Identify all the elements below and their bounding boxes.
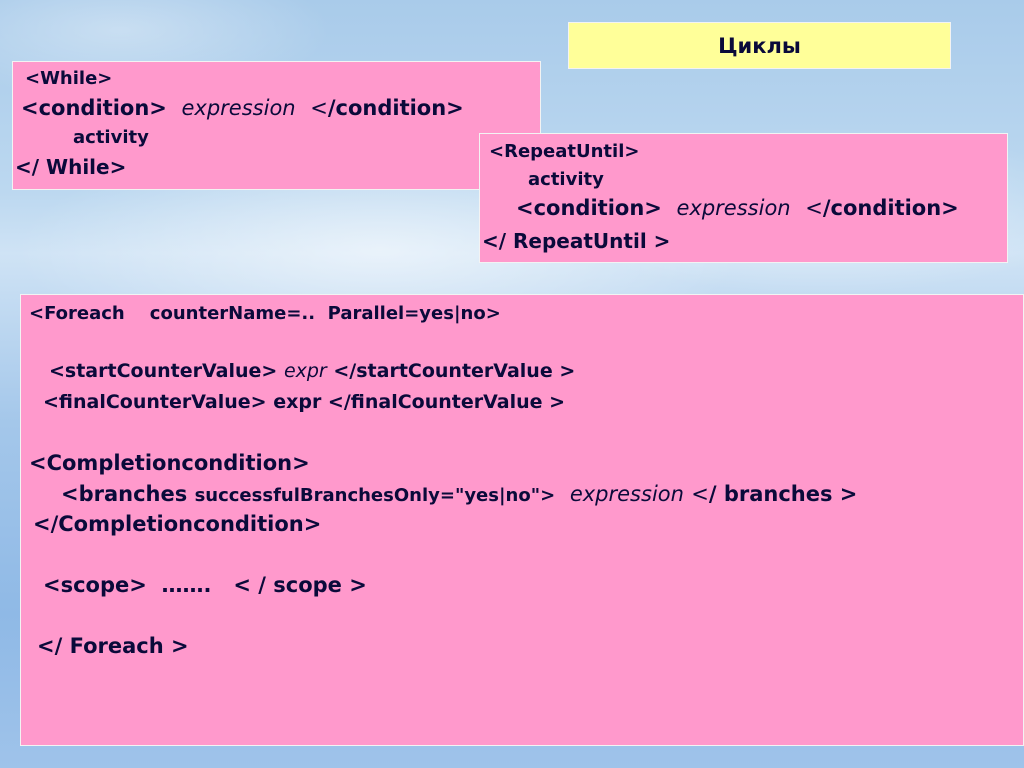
repeat-condition-line: <condition> expression </condition> (516, 196, 959, 220)
branches-close-lt: < (691, 482, 709, 506)
repeat-until-code-box: <RepeatUntil> activity <condition> expre… (479, 133, 1008, 263)
repeat-condition-close-lt: < (805, 196, 823, 220)
branches-line: <branches successfulBranchesOnly="yes|no… (61, 482, 857, 506)
slide-title: Циклы (568, 22, 951, 69)
start-counter-close: </startCounterValue > (333, 360, 576, 382)
repeat-condition-open: <condition> (516, 196, 662, 220)
foreach-final-counter-line: <finalCounterValue> expr </finalCounterV… (43, 391, 566, 413)
repeat-activity: activity (528, 169, 604, 190)
while-code-box: <While> <condition> expression </conditi… (12, 61, 541, 190)
foreach-start-counter-line: <startCounterValue> expr </startCounterV… (49, 360, 575, 382)
branches-close: / branches > (708, 482, 858, 506)
branches-attr: successfulBranchesOnly="yes|no"> (194, 485, 556, 506)
repeat-open-tag: <RepeatUntil> (489, 141, 640, 162)
repeat-condition-expression: expression (676, 196, 791, 220)
start-counter-open: <startCounterValue> (49, 360, 278, 382)
while-condition-close: /condition> (327, 96, 464, 120)
completion-close-tag: </Completioncondition> (33, 512, 322, 536)
while-condition-open: <condition> (21, 96, 167, 120)
branches-expression: expression (569, 482, 684, 506)
repeat-condition-close: /condition> (822, 196, 959, 220)
scope-line: <scope> ……. < / scope > (43, 573, 367, 597)
foreach-close-tag: </ Foreach > (37, 634, 189, 658)
while-activity: activity (73, 127, 149, 148)
foreach-open-tag: <Foreach counterName=.. Parallel=yes|no> (29, 303, 501, 324)
start-counter-expr: expr (283, 360, 327, 382)
while-condition-expression: expression (181, 96, 296, 120)
while-close-tag: </ While> (15, 155, 127, 179)
repeat-close-tag: </ RepeatUntil > (482, 229, 671, 253)
foreach-code-box: <Foreach counterName=.. Parallel=yes|no>… (20, 294, 1024, 746)
completion-open-tag: <Completioncondition> (29, 451, 310, 475)
branches-open: <branches (61, 482, 188, 506)
while-open-tag: <While> (25, 68, 113, 89)
while-condition-close-lt: < (310, 96, 328, 120)
while-condition-line: <condition> expression </condition> (21, 96, 464, 120)
